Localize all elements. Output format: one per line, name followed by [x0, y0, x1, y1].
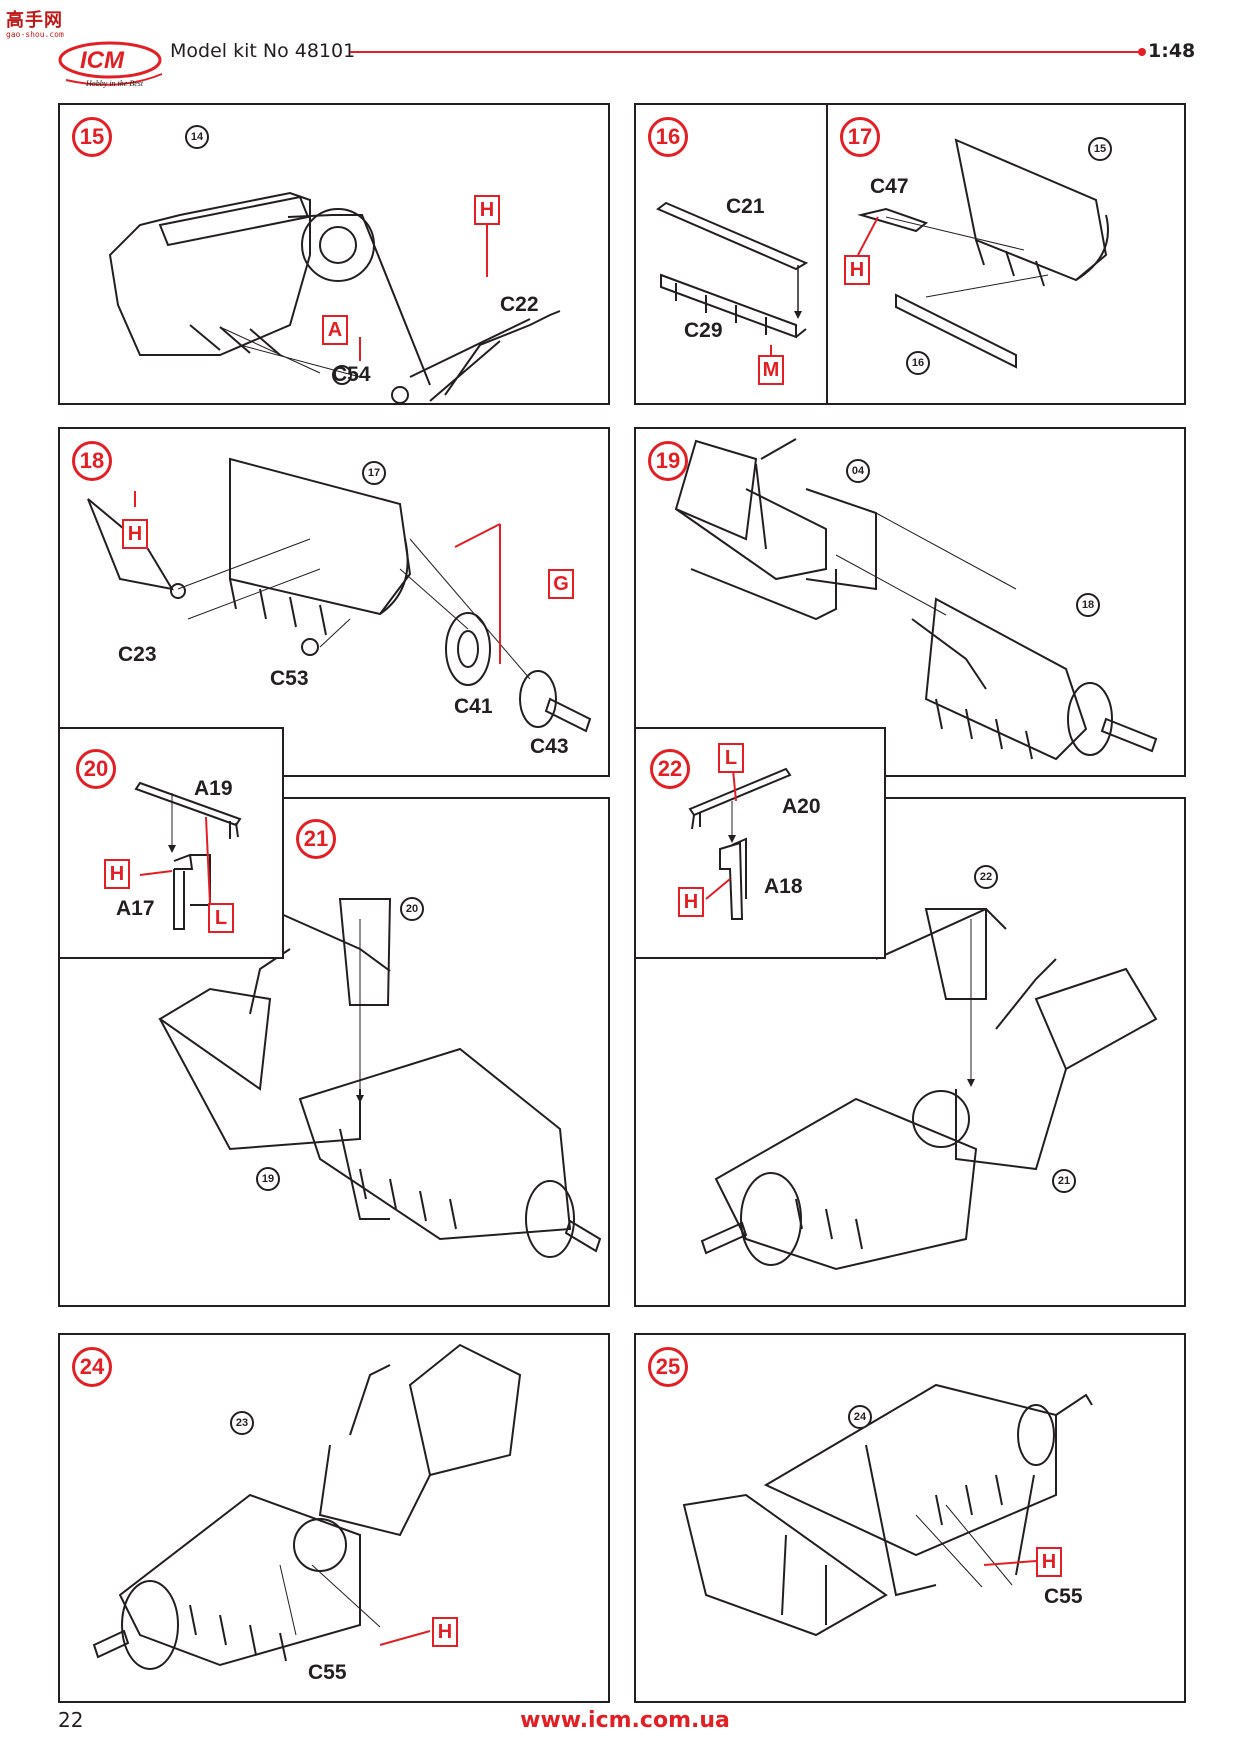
color-tag: H	[844, 255, 870, 285]
website-link[interactable]: www.icm.com.ua	[520, 1708, 730, 1733]
assembly-ref: 18	[1076, 593, 1100, 617]
model-title: Model kit No 48101	[170, 40, 356, 62]
watermark-text: 高手网	[6, 10, 63, 31]
part-label: A19	[194, 777, 233, 800]
frame-and-engine-drawing	[674, 438, 1158, 761]
header-rule	[350, 51, 1142, 53]
assembly-ref: 15	[1088, 137, 1112, 161]
color-tag: H	[432, 1617, 458, 1647]
part-label: C54	[332, 363, 371, 386]
color-tag: M	[758, 355, 784, 385]
step-number: 22	[650, 749, 690, 789]
assembly-ref: 14	[185, 125, 209, 149]
step-25-panel: 25 24 H C55	[634, 1333, 1186, 1703]
step-20-panel: 20 A19 H A17 L	[58, 727, 284, 959]
color-tag: L	[208, 903, 234, 933]
step-19-panel: 19 04 18	[634, 427, 1186, 777]
color-tag: H	[122, 519, 148, 549]
step-number: 17	[840, 117, 880, 157]
watermark-logo: 高手网 gao-shou.com	[6, 6, 68, 39]
part-label: C43	[530, 735, 569, 758]
step-22-panel: 22 L A20 A18 H	[634, 727, 886, 959]
step-18-panel: 18 17 H C23 C53 G C41 C43	[58, 427, 610, 777]
frame-and-engine-drawing	[700, 907, 1158, 1271]
step-number: 15	[72, 117, 112, 157]
parts-drawing	[688, 758, 792, 920]
color-tag: G	[548, 569, 574, 599]
watermark-url: gao-shou.com	[6, 30, 64, 39]
part-label: C21	[726, 195, 765, 218]
assembly-ref: 21	[1052, 1169, 1076, 1193]
part-label: C53	[270, 667, 309, 690]
scale-label: 1:48	[1148, 40, 1196, 62]
step-number: 25	[648, 1347, 688, 1387]
part-label: A18	[764, 875, 803, 898]
frame-and-engine-drawing	[682, 1383, 1093, 1637]
assembly-ref: 16	[906, 351, 930, 375]
engine-drawing	[108, 191, 561, 404]
color-tag: H	[104, 859, 130, 889]
step-number: 19	[648, 441, 688, 481]
part-label: C47	[870, 175, 909, 198]
color-tag: H	[474, 195, 500, 225]
step-number: 20	[76, 749, 116, 789]
header-rule-end	[1138, 48, 1146, 56]
step-number: 16	[648, 117, 688, 157]
assembly-ref: 17	[362, 461, 386, 485]
color-tag: L	[718, 743, 744, 773]
frame-and-engine-drawing	[92, 1343, 522, 1670]
engine-drawing	[87, 457, 592, 733]
step-24-panel: 24 23 C55 H	[58, 1333, 610, 1703]
parts-drawing	[656, 138, 1109, 369]
step-number: 18	[72, 441, 112, 481]
step-divider	[826, 105, 828, 403]
color-tag: H	[678, 887, 704, 917]
frame-and-engine-drawing	[158, 898, 602, 1258]
step-16-17-panel: 16 C21 C29 M 17 C47 H 15 16	[634, 103, 1186, 405]
logo-brand: ICM	[80, 47, 125, 74]
part-label: C29	[684, 319, 723, 342]
color-tag: A	[322, 315, 348, 345]
part-label: A17	[116, 897, 155, 920]
assembly-ref: 24	[848, 1405, 872, 1429]
assembly-ref: 19	[256, 1167, 280, 1191]
assembly-ref: 23	[230, 1411, 254, 1435]
part-label: A20	[782, 795, 821, 818]
assembly-ref: 20	[400, 897, 424, 921]
part-label: C55	[308, 1661, 347, 1684]
step-number: 21	[296, 819, 336, 859]
step-15-panel: 15 14 H C22 A C54	[58, 103, 610, 405]
part-label: C23	[118, 643, 157, 666]
assembly-ref: 04	[846, 459, 870, 483]
assembly-ref: 22	[974, 865, 998, 889]
color-tag: H	[1036, 1547, 1062, 1577]
parts-drawing	[134, 781, 242, 930]
icm-logo: ICM Hobby in the Best	[58, 41, 163, 88]
step-number: 24	[72, 1347, 112, 1387]
part-label: C41	[454, 695, 493, 718]
part-label: C55	[1044, 1585, 1083, 1608]
part-label: C22	[500, 293, 539, 316]
logo-tagline: Hobby in the Best	[85, 79, 144, 88]
page-number: 22	[58, 1708, 84, 1732]
